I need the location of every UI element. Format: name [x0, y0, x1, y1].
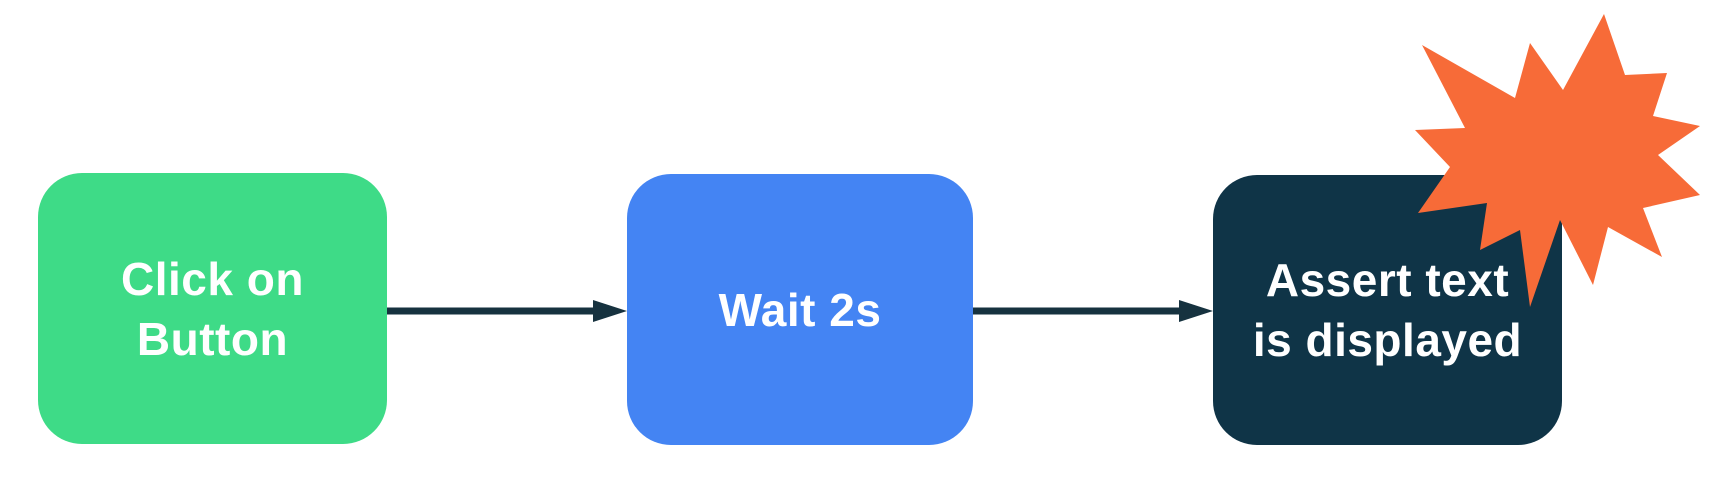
- node-wait-2s: Wait 2s: [627, 174, 973, 445]
- node-click-label-line2: Button: [136, 312, 289, 365]
- node-wait-label-line1: Wait 2s: [718, 283, 882, 336]
- arrow-click-to-wait: [387, 300, 627, 322]
- arrow-head-icon: [593, 300, 627, 322]
- node-click-on-button: Click on Button: [38, 173, 387, 444]
- node-wait-label: Wait 2s: [719, 280, 882, 340]
- node-assert-label: Assert text is displayed: [1253, 250, 1522, 370]
- arrow-wait-to-assert: [973, 300, 1213, 322]
- node-assert-text-displayed: Assert text is displayed: [1213, 175, 1562, 445]
- node-assert-label-line2: is displayed: [1252, 314, 1523, 366]
- node-click-label: Click on Button: [121, 249, 304, 369]
- node-click-label-line1: Click on: [121, 252, 304, 305]
- arrow-head-icon: [1179, 300, 1213, 322]
- node-assert-label-line1: Assert text: [1265, 254, 1510, 306]
